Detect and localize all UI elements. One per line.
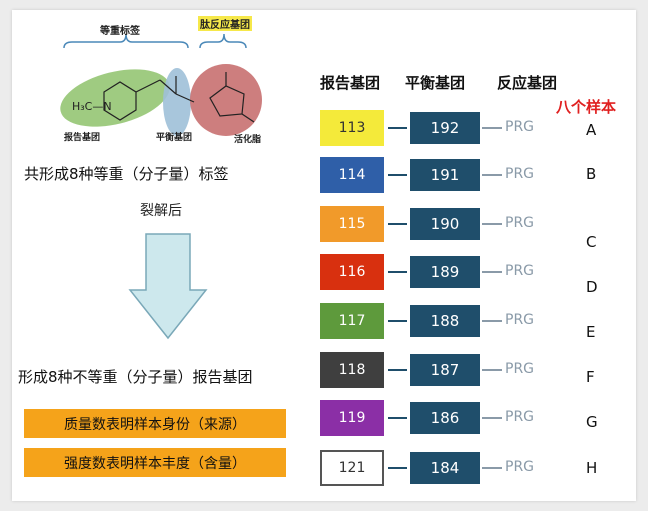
- reporter-box: 116: [320, 254, 384, 290]
- prg-label: PRG: [505, 263, 535, 279]
- isobaric-tag-label: 等重标签: [100, 26, 140, 37]
- reporter-header: 报告基团: [320, 74, 381, 92]
- formula-text: H₃C—N: [72, 100, 112, 113]
- connector-line: [388, 369, 407, 371]
- prg-label: PRG: [505, 215, 535, 231]
- prg-label: PRG: [505, 459, 535, 475]
- balance-header: 平衡基团: [405, 74, 466, 92]
- prg-connector: [482, 369, 502, 371]
- intensity-box: 强度数表明样本丰度（含量）: [24, 448, 286, 477]
- chemical-structure: 等重标签 肽反应基团 H₃C—N 报告基团 平衡基团 活化脂: [60, 14, 274, 145]
- prg-label: PRG: [505, 166, 535, 182]
- sample-label: B: [586, 165, 597, 183]
- reporter-box: 117: [320, 303, 384, 339]
- prg-label: PRG: [505, 119, 535, 135]
- connector-line: [388, 467, 407, 469]
- sample-label: C: [586, 233, 597, 251]
- connector-line: [388, 320, 407, 322]
- reporter-group-label: 报告基团: [64, 133, 101, 143]
- reactive-header: 反应基团: [497, 74, 558, 92]
- balance-box: 187: [410, 354, 480, 386]
- sample-label: F: [586, 368, 595, 386]
- prg-connector: [482, 417, 502, 419]
- active-ester-label: 活化脂: [234, 135, 262, 145]
- down-arrow: [128, 233, 208, 340]
- connector-line: [388, 127, 407, 129]
- prg-connector: [482, 320, 502, 322]
- balance-box: 186: [410, 402, 480, 434]
- cleavage-text: 裂解后: [140, 203, 182, 219]
- connector-line: [388, 271, 407, 273]
- balance-box: 191: [410, 159, 480, 191]
- reporter-box: 118: [320, 352, 384, 388]
- balance-box: 189: [410, 256, 480, 288]
- reporter-box: 121: [320, 450, 384, 486]
- formed-tags-text: 共形成8种等重（分子量）标签: [24, 165, 229, 183]
- reporter-box: 119: [320, 400, 384, 436]
- prg-label: PRG: [505, 312, 535, 328]
- prg-connector: [482, 467, 502, 469]
- balance-box: 192: [410, 112, 480, 144]
- balance-box: 188: [410, 305, 480, 337]
- formed-reporters-text: 形成8种不等重（分子量）报告基团: [18, 368, 253, 386]
- prg-connector: [482, 223, 502, 225]
- prg-connector: [482, 174, 502, 176]
- prg-connector: [482, 127, 502, 129]
- connector-line: [388, 174, 407, 176]
- balance-box: 184: [410, 452, 480, 484]
- balance-box: 190: [410, 208, 480, 240]
- balance-group-label: 平衡基团: [156, 133, 193, 143]
- sample-label: H: [586, 459, 598, 477]
- connector-line: [388, 417, 407, 419]
- prg-connector: [482, 271, 502, 273]
- prg-label: PRG: [505, 361, 535, 377]
- connector-line: [388, 223, 407, 225]
- reporter-box: 115: [320, 206, 384, 242]
- peptide-reactive-label: 肽反应基团: [198, 16, 252, 31]
- sample-label: A: [586, 121, 597, 139]
- reporter-box: 113: [320, 110, 384, 146]
- quality-box: 质量数表明样本身份（来源）: [24, 409, 286, 438]
- sample-label: E: [586, 323, 596, 341]
- structure-drawing: [60, 33, 262, 136]
- sample-label: G: [586, 413, 598, 431]
- reporter-box: 114: [320, 157, 384, 193]
- eight-samples-label: 八个样本: [556, 98, 617, 116]
- prg-label: PRG: [505, 409, 535, 425]
- sample-label: D: [586, 278, 598, 296]
